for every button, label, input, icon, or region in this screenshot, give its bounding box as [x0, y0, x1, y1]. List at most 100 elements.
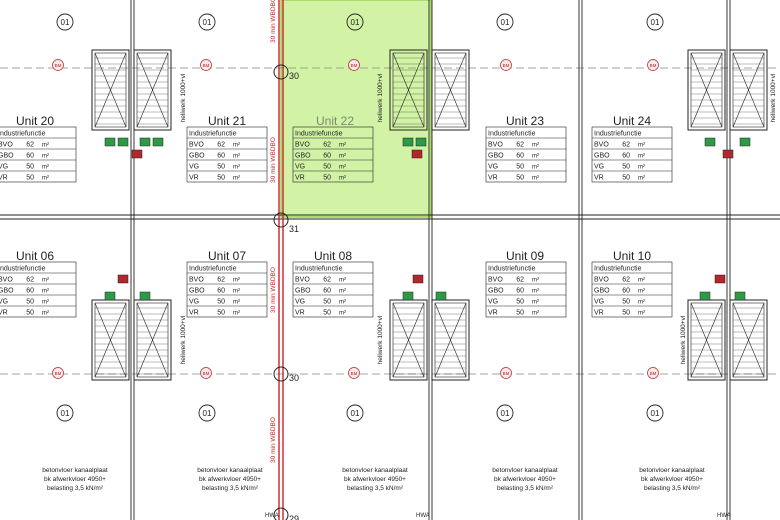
floor-note-1-1: bk afwerkvloer 4950+ — [199, 476, 261, 483]
exit-sign-bottom-green-0 — [104, 291, 116, 301]
unit-bottom-0-row-key-3: VR — [0, 310, 8, 317]
hellwork-label-4: heliwerk 1000+vl — [377, 315, 384, 364]
unit-bottom-4-row-unit-3: m² — [638, 311, 645, 317]
unit-bottom-0-table-frame — [0, 261, 77, 318]
floor-note-3-0: betonvloer kanaalplaat — [492, 467, 558, 474]
stair-bottom-2-b — [729, 299, 768, 381]
exit-sign-bottom-red-0 — [117, 274, 129, 284]
unit-top-4-name: Unit 24 — [613, 114, 651, 128]
unit-top-4-row-key-3: VR — [594, 175, 604, 182]
unit-top-0-row-unit-1: m² — [42, 154, 49, 160]
unit-top-4-row-key-0: BVO — [594, 142, 609, 149]
unit-top-0-table-header: Industriefunctie — [0, 131, 46, 138]
unit-top-3-row-unit-3: m² — [532, 176, 539, 182]
exit-sign-top-green-6 — [704, 137, 716, 147]
unit-bottom-1-row-value-2: 50 — [217, 299, 225, 306]
axis-label-0: 30 — [289, 71, 299, 81]
axis-marker-2 — [273, 366, 289, 382]
unit-top-1-row-unit-1: m² — [233, 154, 240, 160]
room-tag-bottom-circle-2 — [346, 404, 364, 422]
floor-note-4-1: bk afwerkvloer 4950+ — [641, 476, 703, 483]
unit-bottom-4-row-value-3: 50 — [622, 310, 630, 317]
stair-top-1-b — [431, 49, 470, 131]
unit-top-2-row-unit-1: m² — [339, 154, 346, 160]
unit-top-3-row-value-2: 50 — [516, 164, 524, 171]
floor-note-2-0: betonvloer kanaalplaat — [342, 467, 408, 474]
unit-top-2-row-value-1: 60 — [323, 153, 331, 160]
hellwork-label-2: heliwerk 1000+vl — [770, 73, 777, 122]
unit-top-1-row-unit-3: m² — [233, 176, 240, 182]
hellwork-label-1: heliwerk 1000+vl — [377, 73, 384, 122]
unit-bottom-2-row-unit-0: m² — [339, 278, 346, 284]
axis-marker-3 — [273, 507, 289, 520]
unit-top-3-row-value-1: 60 — [516, 153, 524, 160]
unit-bottom-3-row-key-1: GBO — [488, 288, 504, 295]
stair-bottom-1-a-diag-b — [392, 302, 425, 378]
unit-bottom-3-row-unit-1: m² — [532, 289, 539, 295]
fire-wall-rating-3: 30 min WBDBO — [270, 417, 277, 463]
exit-sign-bottom-red-2 — [714, 274, 726, 284]
unit-bottom-4-row-value-1: 60 — [622, 288, 630, 295]
stair-top-1-a — [389, 49, 428, 131]
exit-sign-top-green-7 — [739, 137, 751, 147]
unit-bottom-4-row-key-3: VR — [594, 310, 604, 317]
axis-marker-1 — [273, 212, 289, 228]
floor-note-3-2: belasting 3,5 kN/m² — [497, 485, 554, 492]
exit-sign-bottom-green-3 — [435, 291, 447, 301]
unit-top-1-table-frame — [186, 126, 268, 183]
stair-top-0-a — [91, 49, 130, 131]
unit-top-1-table-header: Industriefunctie — [189, 131, 237, 138]
unit-top-0-row-key-0: BVO — [0, 142, 13, 149]
stair-top-2-b — [729, 49, 768, 131]
unit-bottom-2-row-key-1: GBO — [295, 288, 311, 295]
unit-bottom-2-row-unit-2: m² — [339, 300, 346, 306]
room-tag-bottom-circle-3 — [496, 404, 514, 422]
unit-bottom-4-name: Unit 10 — [613, 249, 651, 263]
unit-bottom-2-row-value-1: 60 — [323, 288, 331, 295]
unit-top-3-table-frame — [485, 126, 567, 183]
room-tag-top-circle-1 — [198, 13, 216, 31]
unit-bottom-0-row-unit-1: m² — [42, 289, 49, 295]
fire-wall-rating-2: 30 min WBDBO — [270, 267, 277, 313]
floor-note-2-2: belasting 3,5 kN/m² — [347, 485, 404, 492]
stair-bottom-0-b-diag-b — [136, 302, 169, 378]
axis-marker-0 — [273, 64, 289, 80]
unit-bottom-2-name: Unit 08 — [314, 249, 352, 263]
exit-sign-top-green-3 — [152, 137, 164, 147]
unit-top-0-row-value-1: 60 — [26, 153, 34, 160]
stair-bottom-0-a — [91, 299, 130, 381]
unit-bottom-2-table-frame — [292, 261, 374, 318]
bm-tag-bottom-circle-1 — [200, 367, 212, 379]
stair-bottom-2-b-diag-b — [732, 302, 765, 378]
unit-top-0-row-key-1: GBO — [0, 153, 14, 160]
unit-bottom-2-row-unit-3: m² — [339, 311, 346, 317]
unit-top-1-row-key-3: VR — [189, 175, 199, 182]
unit-top-2-row-value-0: 62 — [323, 142, 331, 149]
stair-top-1-a-inner — [392, 52, 425, 128]
room-tag-top-1: 01 — [203, 18, 212, 27]
hwa-label-2: HWA — [717, 513, 731, 519]
unit-bottom-3-table-header: Industriefunctie — [488, 266, 536, 273]
stair-top-0-b-inner — [136, 52, 169, 128]
stair-bottom-1-b-inner — [434, 302, 467, 378]
unit-top-0-table-frame — [0, 126, 77, 183]
axis-label-2: 30 — [289, 373, 299, 383]
unit-bottom-1-row-unit-3: m² — [233, 311, 240, 317]
room-tag-top-0: 01 — [61, 18, 70, 27]
exit-sign-top-red-0 — [131, 149, 143, 159]
unit-top-3-row-unit-2: m² — [532, 165, 539, 171]
unit-bottom-4-table-header: Industriefunctie — [594, 266, 642, 273]
unit-bottom-3-row-unit-0: m² — [532, 278, 539, 284]
unit-top-2-row-unit-3: m² — [339, 176, 346, 182]
floor-note-0-0: betonvloer kanaalplaat — [42, 467, 108, 474]
exit-sign-bottom-red-1 — [412, 274, 424, 284]
unit-top-0-row-unit-0: m² — [42, 143, 49, 149]
unit-top-1-row-key-1: GBO — [189, 153, 205, 160]
unit-bottom-0-row-key-2: VG — [0, 299, 8, 306]
stair-top-2-b-frame — [729, 49, 768, 131]
